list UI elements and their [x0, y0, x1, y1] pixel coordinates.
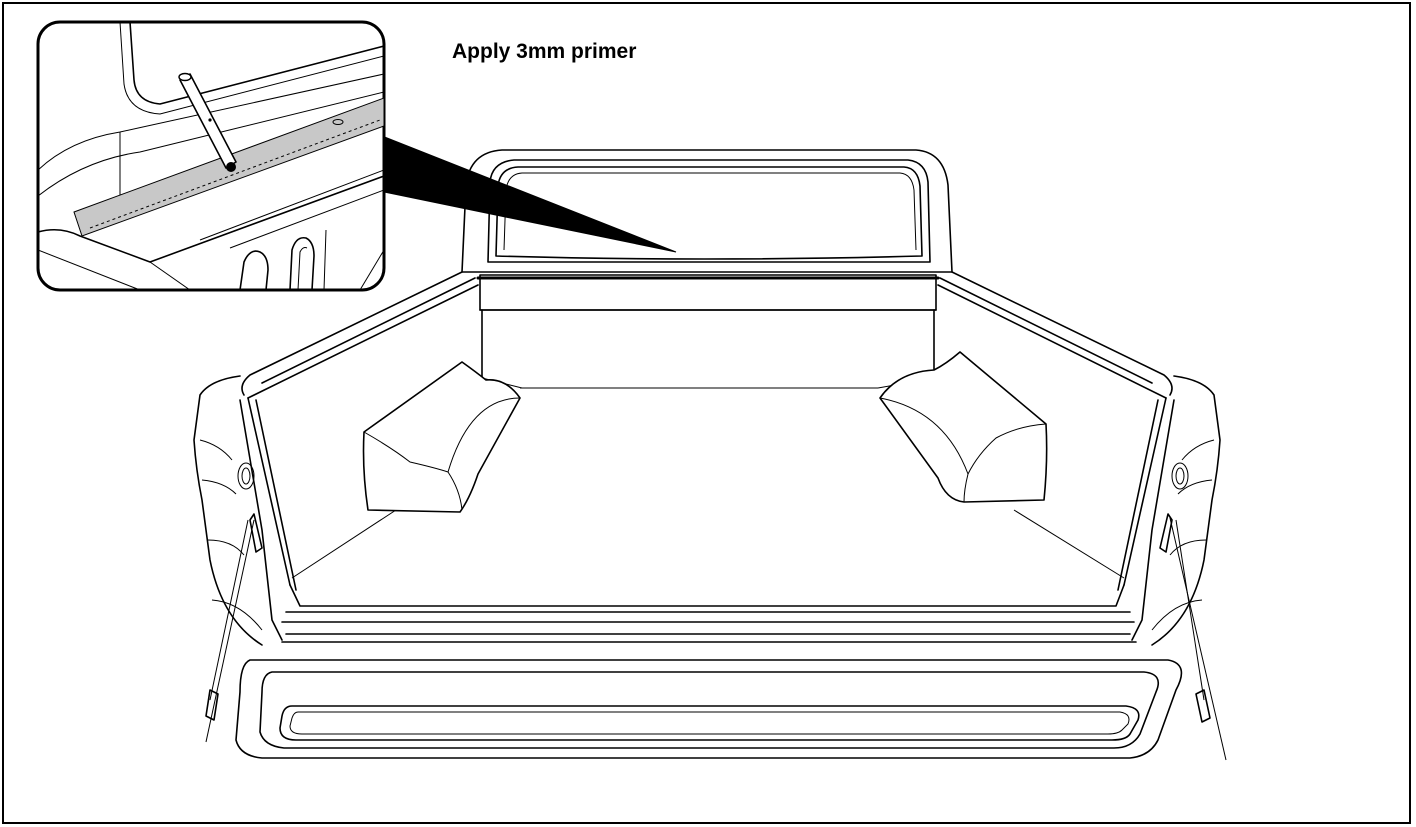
pickup-truck-bed-icon — [193, 149, 1227, 761]
instruction-caption: Apply 3mm primer — [452, 40, 637, 63]
detail-inset — [36, 20, 386, 292]
left-bed-side — [193, 271, 479, 646]
tailgate — [235, 611, 1183, 759]
primer-applicator-icon — [178, 72, 237, 172]
bed-front-wall — [476, 274, 940, 389]
left-wheel-well — [362, 361, 521, 513]
right-wheel-well — [879, 351, 1048, 503]
tailgate-cables — [205, 513, 1227, 761]
right-bed-side — [937, 271, 1221, 646]
